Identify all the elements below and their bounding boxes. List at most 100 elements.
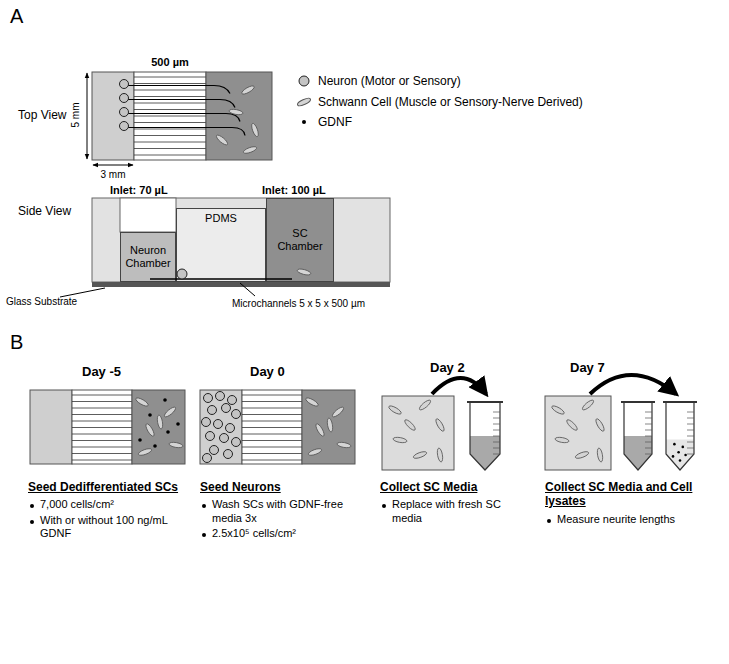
- schwann-cell: [326, 418, 333, 433]
- microchannel: [134, 129, 206, 130]
- tube-graduation: [687, 442, 694, 443]
- tube-rim: [621, 401, 655, 403]
- tube-rim: [467, 401, 503, 403]
- neuron-cell: [120, 122, 129, 131]
- step-heading: Collect SC Media: [380, 480, 530, 494]
- neuron-cell: [214, 420, 223, 429]
- schwann-cell: [308, 447, 323, 456]
- tube-liquid: [624, 436, 652, 470]
- microchannel: [72, 395, 132, 396]
- day-7-chamber: [545, 396, 611, 470]
- step-column: Seed NeuronsWash SCs with GDNF-free medi…: [200, 480, 360, 540]
- schwann-cell: [436, 448, 443, 463]
- neuron-cell: [222, 404, 231, 413]
- dimension-label: 3 mm: [93, 169, 133, 181]
- tube-graduation: [493, 448, 500, 449]
- microchannel: [72, 447, 132, 448]
- microchannel: [242, 440, 302, 441]
- microchannel: [72, 440, 132, 441]
- view-title: Top View: [18, 108, 66, 122]
- schwann-cell: [241, 84, 256, 95]
- gdnf-dot: [166, 430, 170, 434]
- schwann-cell: [413, 450, 428, 459]
- sc-compartment: [302, 390, 355, 464]
- schwann-cell: [250, 123, 259, 138]
- legend-sample: [302, 120, 306, 124]
- legend-sample: [297, 97, 312, 107]
- neuron-cell: [220, 434, 229, 443]
- legend-item: Neuron (Motor or Sensory): [296, 74, 461, 88]
- tube-graduation: [645, 424, 652, 425]
- schwann-cell: [169, 441, 184, 448]
- microchannel: [72, 427, 132, 428]
- legend-sample: [296, 74, 312, 88]
- dimension-arrows: [87, 73, 133, 165]
- inlet-label: Inlet: 70 µL: [110, 184, 168, 197]
- neuron-chamber: Neuron Chamber: [120, 232, 176, 282]
- microchannel: [72, 414, 132, 415]
- neuron-cell: [232, 410, 241, 419]
- microchannel: [134, 122, 206, 123]
- schwann-cell: [314, 423, 325, 438]
- neuron-cell: [210, 446, 219, 455]
- microchannel: [134, 103, 206, 104]
- schwann-cell: [163, 406, 177, 419]
- microchannel: [242, 460, 302, 461]
- neuron-compartment: [30, 390, 72, 464]
- lysate-particle: [682, 446, 685, 449]
- microchannel: [134, 96, 206, 97]
- gdnf-dot: [163, 398, 167, 402]
- microchannel: [242, 414, 302, 415]
- day-7-chamber: [545, 396, 611, 470]
- step-bullet: 2.5x10⁵ cells/cm²: [200, 527, 360, 540]
- tube-outline: [624, 402, 652, 470]
- neuron-compartment: [200, 390, 242, 464]
- leader-lines: [60, 283, 255, 297]
- view-title: Side View: [18, 204, 71, 218]
- microchannel: [242, 447, 302, 448]
- legend-text: Schwann Cell (Muscle or Sensory-Nerve De…: [318, 95, 583, 109]
- microchannel: [134, 142, 206, 143]
- microchannel: [72, 421, 132, 422]
- step-column: Seed Dedifferentiated SCs7,000 cells/cm²…: [28, 480, 193, 540]
- callout-label: Glass Substrate: [6, 296, 77, 308]
- axon: [128, 100, 235, 108]
- lysate-particle: [677, 451, 680, 454]
- neuron-cell: [228, 396, 237, 405]
- microchannel: [134, 148, 206, 149]
- tube-graduation: [687, 454, 694, 455]
- schwann-cell: [551, 404, 566, 415]
- step-bullet: Wash SCs with GDNF-free media 3x: [200, 498, 360, 524]
- schwann-cell: [156, 415, 163, 430]
- legend-text: GDNF: [318, 115, 352, 129]
- dimension-label: 500 µm: [140, 56, 200, 69]
- legend-text: Neuron (Motor or Sensory): [318, 74, 461, 88]
- step-bullet: With or without 100 ng/mL GDNF: [28, 514, 193, 540]
- microchannel: [134, 90, 206, 91]
- neuron-cell: [120, 94, 129, 103]
- schwann-cell: [331, 406, 345, 419]
- legend-sample: [299, 76, 309, 86]
- side-view-body: [92, 198, 390, 287]
- channel-array: [72, 390, 132, 464]
- microchannel: [134, 135, 206, 136]
- schwann-cell: [305, 396, 320, 407]
- schwann-cell: [135, 396, 150, 407]
- tube-graduation: [687, 412, 694, 413]
- tube-graduation: [493, 424, 500, 425]
- tube-liquid: [470, 436, 500, 470]
- tube-graduation: [493, 418, 500, 419]
- schwann-cell: [337, 441, 352, 448]
- microchannel: [134, 155, 206, 156]
- schwann-cell: [229, 108, 244, 115]
- tube-graduation: [493, 436, 500, 437]
- schwann-cell: [581, 399, 595, 412]
- neuron-cell: [120, 80, 129, 89]
- microchannel: [72, 453, 132, 454]
- collection-tube: [621, 402, 655, 470]
- microchannel: [242, 401, 302, 402]
- tube-graduation: [493, 454, 500, 455]
- step-column: Collect SC Media and Cell lysatesMeasure…: [545, 480, 715, 526]
- tube-rim: [663, 401, 697, 403]
- day-label: Day -5: [82, 364, 121, 380]
